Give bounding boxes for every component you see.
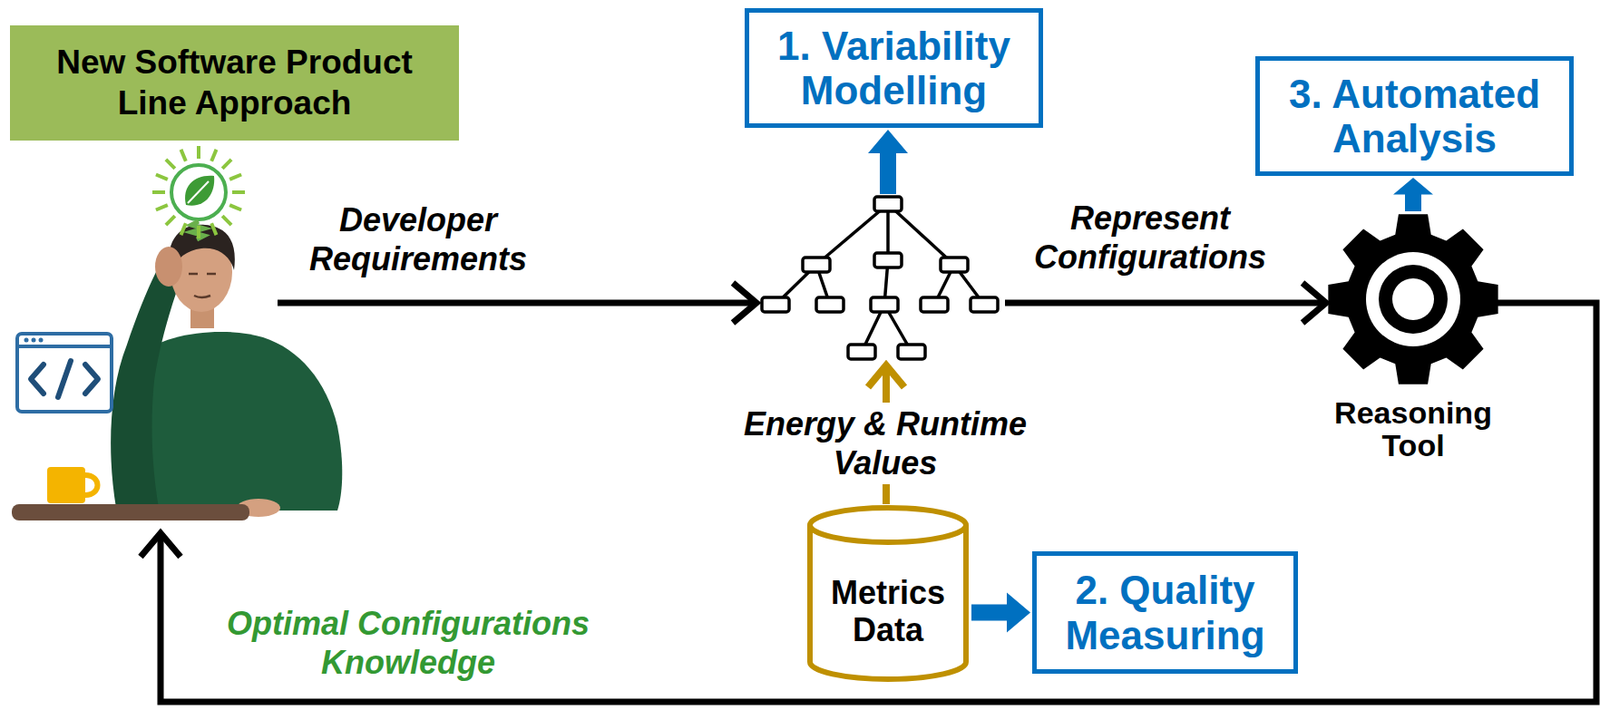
flow-label: Developer Requirements xyxy=(286,198,550,281)
mug xyxy=(47,467,86,504)
approach-box: New Software Product Line Approach xyxy=(9,25,459,141)
gear-teeth xyxy=(1327,214,1498,384)
node-text: 3. Automated Analysis xyxy=(1267,71,1562,162)
tree-node xyxy=(897,344,926,360)
node-text: New Software Product Line Approach xyxy=(19,42,450,124)
tree-node xyxy=(970,297,998,313)
gear-hub xyxy=(1378,264,1448,334)
idea-icon xyxy=(152,146,245,240)
bulb-ray xyxy=(222,159,232,169)
bulb-ray xyxy=(196,146,201,159)
stage-box: 3. Automated Analysis xyxy=(1255,56,1574,176)
node-text: 2. Quality Measuring xyxy=(1043,567,1287,658)
leaf xyxy=(185,175,215,206)
code-window xyxy=(17,333,112,412)
feature-tree xyxy=(761,196,998,360)
gear-hole xyxy=(1392,278,1435,321)
arrow-head xyxy=(868,365,905,388)
window-dot xyxy=(39,338,44,343)
gear-ring xyxy=(1365,252,1461,347)
stage-box: 2. Quality Measuring xyxy=(1032,551,1298,674)
tree-node xyxy=(940,257,968,273)
tree-node xyxy=(920,297,948,313)
bulb-ray xyxy=(152,190,166,195)
bulb-ray xyxy=(229,174,242,179)
window-bar xyxy=(17,344,112,349)
gear-symbol xyxy=(1326,213,1500,386)
window-dot xyxy=(24,338,30,343)
raised-arm xyxy=(110,272,180,508)
node-text: 1. Variability Modelling xyxy=(756,23,1032,114)
arrow-head xyxy=(732,282,757,323)
bulb-ray xyxy=(211,149,216,162)
node-text: Reasoning Tool xyxy=(1304,396,1522,463)
reasoning-gear: Reasoning Tool xyxy=(1304,213,1522,463)
block-arrow xyxy=(868,129,908,195)
bulb-ring xyxy=(171,165,226,220)
stage-box: 1. Variability Modelling xyxy=(744,8,1044,128)
bulb-ray xyxy=(196,225,201,239)
arrow-head xyxy=(1302,282,1327,323)
block-arrow xyxy=(971,593,1031,634)
bulb-ray xyxy=(156,204,168,210)
bulb-ray xyxy=(229,204,242,210)
cylinder-body xyxy=(809,525,966,680)
node-text: Metrics Data xyxy=(813,575,963,649)
bulb-ray xyxy=(165,159,176,169)
flow-line xyxy=(1004,300,1325,307)
tree-node xyxy=(870,297,898,313)
metrics-cylinder: Metrics Data xyxy=(806,505,970,683)
tree-node xyxy=(874,253,902,268)
cylinder-top xyxy=(809,507,966,543)
tree-links xyxy=(775,204,985,352)
bulb-ray xyxy=(165,215,176,225)
tree-node xyxy=(848,344,876,360)
code-symbol xyxy=(30,360,98,398)
tree-node xyxy=(816,297,844,313)
bulb-squiggle xyxy=(191,221,205,240)
bulb-ray xyxy=(180,223,186,235)
mug-handle xyxy=(85,475,98,496)
face-detail xyxy=(188,273,216,298)
bulb-ray xyxy=(222,215,232,225)
desk xyxy=(11,504,250,521)
bulb-ray xyxy=(156,174,168,179)
tree-node xyxy=(874,196,902,212)
feedback-line xyxy=(160,302,1597,703)
tree-node xyxy=(761,297,790,313)
bulb-ray xyxy=(211,223,216,235)
arrow-head xyxy=(140,533,181,557)
flow-line xyxy=(277,300,755,307)
flow-label: Optimal Configurations Knowledge xyxy=(208,602,608,684)
leaf-vein xyxy=(187,181,209,204)
window-dot xyxy=(31,338,37,343)
tree-node xyxy=(802,257,830,273)
flow-label: Represent Configurations xyxy=(1018,196,1282,279)
bulb-ray xyxy=(232,190,245,195)
hand xyxy=(155,246,183,287)
flow-label: Energy & Runtime Values xyxy=(731,402,1040,485)
bulb-ray xyxy=(180,149,186,162)
block-arrow xyxy=(1393,177,1434,212)
